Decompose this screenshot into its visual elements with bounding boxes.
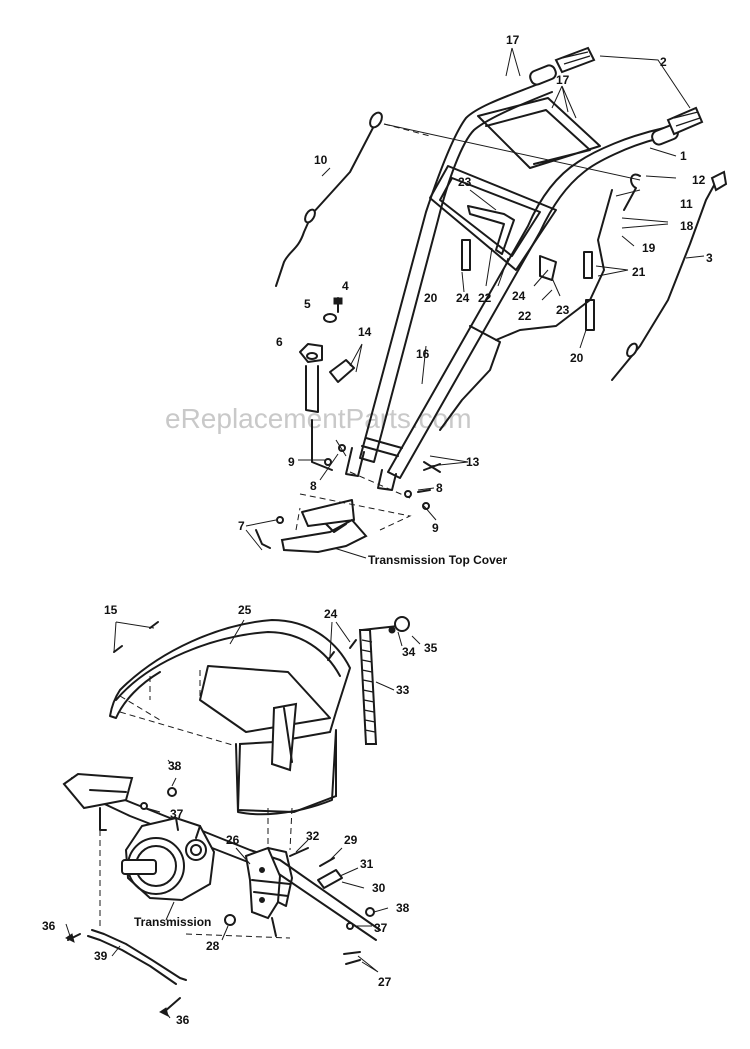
callout-38: 38 (396, 901, 410, 915)
callout-2: 2 (660, 55, 667, 69)
lower-hardware (65, 621, 375, 1017)
callout-33: 33 (396, 683, 410, 697)
callout-8: 8 (310, 479, 317, 493)
callout-25: 25 (238, 603, 252, 617)
callout-19: 19 (642, 241, 656, 255)
callout-18: 18 (680, 219, 694, 233)
grip-assembly (554, 46, 704, 136)
control-lever-23b (539, 255, 557, 281)
latch-30 (317, 869, 343, 889)
hardware-upper (298, 123, 441, 531)
cables (275, 111, 728, 431)
control-cable-21 (495, 189, 613, 341)
callout-17: 17 (556, 73, 570, 87)
callout-9: 9 (432, 521, 439, 535)
callout-36: 36 (42, 919, 56, 933)
shift-lever-12 (623, 173, 641, 211)
callout-34: 34 (402, 645, 416, 659)
nut-28 (224, 914, 236, 926)
handlebar-assembly (345, 64, 679, 491)
control-cable-16 (439, 325, 501, 431)
callout-22: 22 (518, 309, 532, 323)
callout-17: 17 (506, 33, 520, 47)
callout-1: 1 (680, 149, 687, 163)
handle-tube-right (387, 127, 665, 479)
transmission-label: Transmission (134, 915, 211, 929)
callout-32: 32 (306, 829, 320, 843)
callout-24: 24 (512, 289, 526, 303)
depth-bar-33 (358, 629, 378, 745)
callouts-lower: 15 25 24 35 34 33 38 37 26 32 29 31 30 3… (42, 603, 438, 1027)
callout-30: 30 (372, 881, 386, 895)
bracket-26 (244, 846, 282, 920)
bar-39 (91, 929, 187, 981)
callout-29: 29 (344, 833, 358, 847)
handle-tube-left (359, 79, 553, 463)
bracket-21 (583, 251, 593, 279)
tine-shield-assembly (109, 618, 352, 816)
callouts-upper: 17 17 2 1 12 11 18 19 3 21 10 23 20 24 2… (238, 33, 713, 567)
rod-8 (311, 419, 333, 471)
knob-35 (394, 616, 410, 632)
callout-39: 39 (94, 949, 108, 963)
transmission-assembly (62, 772, 381, 941)
transmission-top-cover-label: Transmission Top Cover (368, 553, 507, 567)
callout-31: 31 (360, 857, 374, 871)
clip-7 (255, 529, 271, 549)
lower-crossbar (361, 437, 403, 457)
callout-23: 23 (556, 303, 570, 317)
callout-12: 12 (692, 173, 706, 187)
tine-shield-25 (119, 618, 352, 814)
callout-37: 37 (170, 807, 184, 821)
callout-13: 13 (466, 455, 480, 469)
lever-13 (423, 461, 441, 473)
callout-15: 15 (104, 603, 118, 617)
callout-27: 27 (378, 975, 392, 989)
handle-cross-tray (477, 97, 601, 169)
spring-14 (329, 359, 355, 383)
callout-35: 35 (424, 641, 438, 655)
callout-36: 36 (176, 1013, 190, 1027)
callout-11: 11 (680, 197, 693, 211)
top-cover-plate (280, 518, 368, 554)
throttle-cable-10 (275, 121, 377, 287)
callout-26: 26 (226, 833, 240, 847)
callout-3: 3 (706, 251, 713, 265)
callout-5: 5 (304, 297, 311, 311)
grip-tube-end-left (529, 64, 557, 86)
callout-14: 14 (358, 325, 372, 339)
leader-lines-lower (65, 619, 389, 1019)
handle-foot-right (377, 469, 397, 491)
transmission-top-cover (245, 499, 368, 559)
control-lever-23 (467, 205, 515, 255)
callout-6: 6 (276, 335, 283, 349)
bracket-20-left (461, 239, 471, 271)
callout-22: 22 (478, 291, 492, 305)
callout-28: 28 (206, 939, 220, 953)
handle-foot-left (345, 447, 365, 477)
output-shaft (121, 859, 157, 875)
callout-10: 10 (314, 153, 328, 167)
callout-37: 37 (374, 921, 388, 935)
callout-21: 21 (632, 265, 646, 279)
callout-16: 16 (416, 347, 430, 361)
depth-bar-assembly (358, 616, 421, 745)
callout-20: 20 (570, 351, 584, 365)
callout-9: 9 (288, 455, 295, 469)
grip-right-icon (666, 106, 704, 136)
callout-24: 24 (324, 607, 338, 621)
callout-38: 38 (168, 759, 182, 773)
callout-20: 20 (424, 291, 438, 305)
callout-24: 24 (456, 291, 470, 305)
bracket-20-right (585, 299, 595, 331)
callout-7: 7 (238, 519, 245, 533)
console-panel (429, 165, 557, 271)
callout-23: 23 (458, 175, 472, 189)
bracket-6 (299, 343, 323, 413)
callout-4: 4 (342, 279, 349, 293)
callout-8: 8 (436, 481, 443, 495)
